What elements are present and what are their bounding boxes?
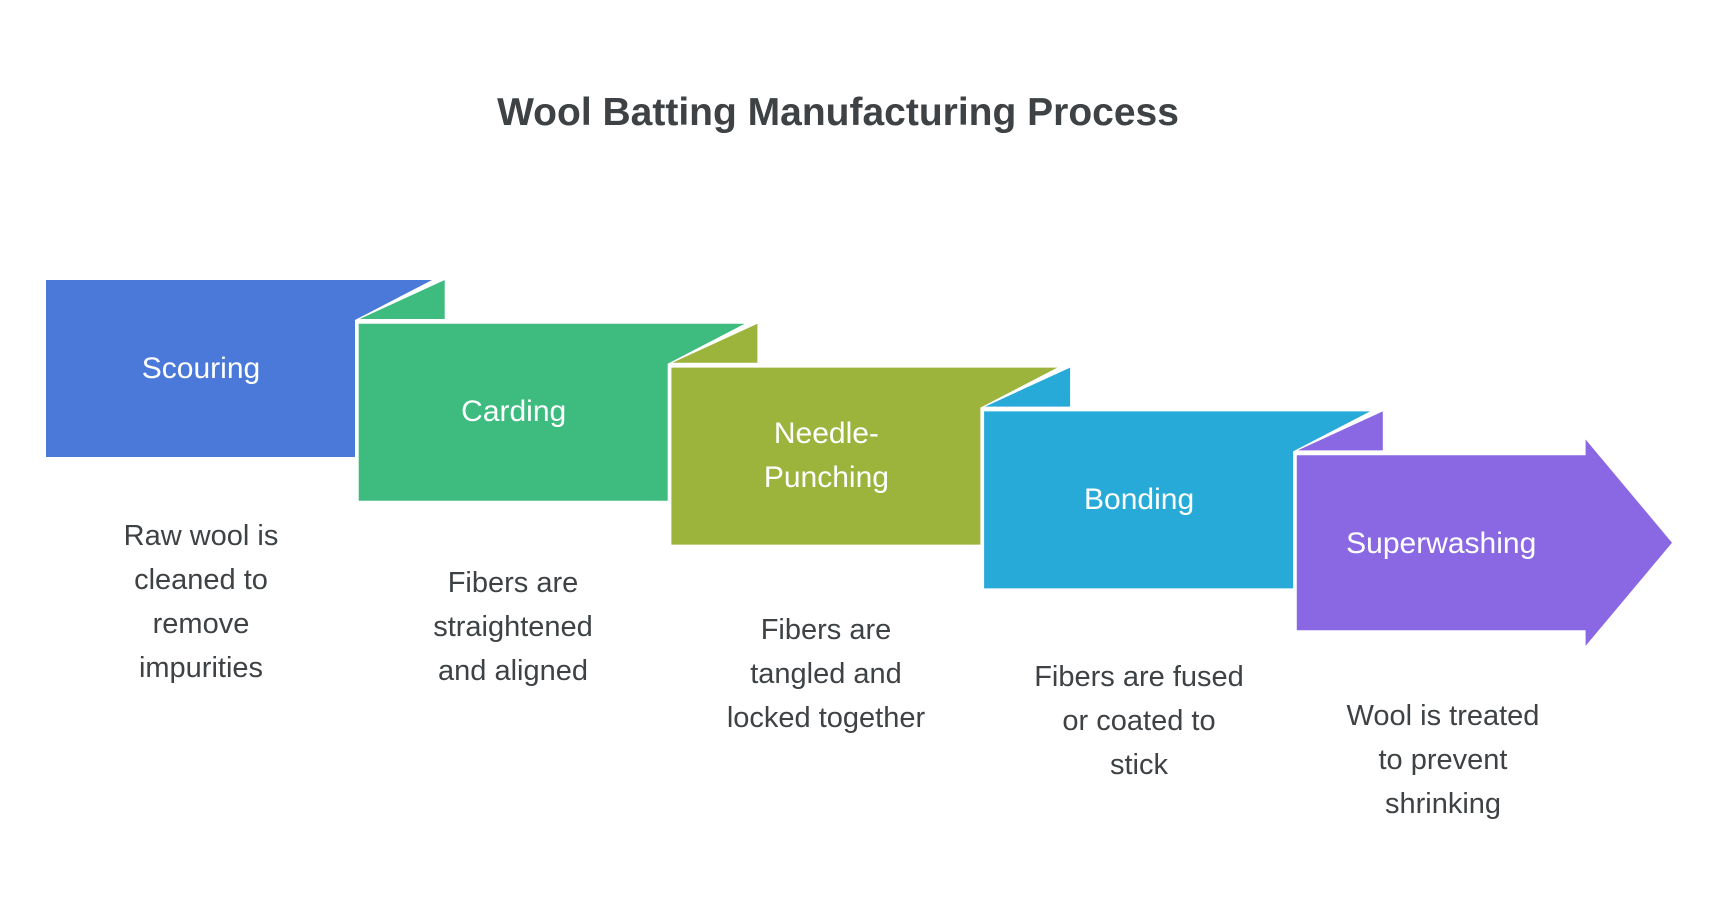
step-shape-scouring [46,280,432,457]
page-title: Wool Batting Manufacturing Process [497,91,1179,134]
step-label-scouring: Scouring [141,351,261,385]
step-description-carding: Fibers are straightened and aligned [433,567,593,687]
step-shape-bonding [984,411,1371,589]
step-label-carding: Carding [461,395,567,429]
fold-triangle-carding [359,280,445,319]
fold-triangle-superwashing [1297,411,1383,451]
step-label-bonding: Bonding [1084,482,1195,516]
step-description-superwashing: Wool is treated to prevent shrinking [1346,700,1540,820]
step-shape-carding [358,323,745,501]
step-label-superwashing: Superwashing [1346,526,1537,560]
step-description-bonding: Fibers are fused or coated to stick [1034,661,1244,781]
step-description-scouring: Raw wool is cleaned to remove impurities [123,520,279,684]
step-shape-needle-punching [671,367,1058,545]
fold-triangle-needle-punching [672,323,758,363]
step-description-needle-punching: Fibers are tangled and locked together [726,614,926,734]
fold-triangle-bonding [985,367,1071,407]
step-label-needle-punching: Needle- Punching [763,417,889,495]
step-shape-superwashing-arrow [1296,439,1672,646]
